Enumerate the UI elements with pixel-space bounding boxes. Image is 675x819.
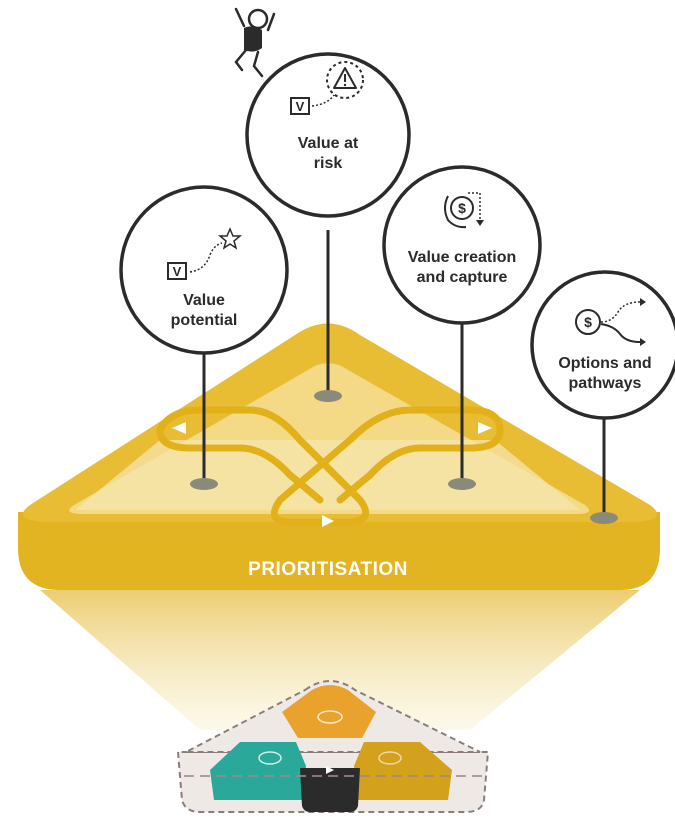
track-loop: [156, 406, 504, 526]
circle-options-pathways: $ Options and pathways: [530, 270, 675, 420]
dollar-cycle-icon: $: [444, 192, 484, 229]
circle-value-creation-line-2: and capture: [417, 269, 508, 286]
circle-value-creation-line-1: Value creation: [408, 249, 517, 266]
pin-base-value-at-risk: [314, 390, 342, 402]
pin-base-options: [590, 512, 618, 524]
value-star-icon: V: [167, 227, 243, 280]
person-figure: [234, 7, 276, 78]
platform-label: PRIORITISATION: [248, 559, 408, 580]
svg-text:$: $: [584, 314, 592, 330]
mini-platform: [176, 680, 490, 813]
circle-value-potential: V Value potential: [119, 185, 289, 355]
track-arrow-bottom: [322, 515, 334, 527]
svg-text:V: V: [173, 264, 182, 279]
pin-base-value-potential: [190, 478, 218, 490]
svg-text:V: V: [296, 99, 305, 114]
value-warning-icon: V: [290, 61, 364, 115]
dollar-branch-icon: $: [575, 298, 646, 346]
light-beam: [40, 590, 640, 730]
circle-value-potential-line-2: potential: [171, 312, 238, 329]
track-arrow-left: [172, 422, 186, 434]
circle-value-at-risk: V Value at risk: [245, 52, 411, 218]
circle-value-at-risk-line-2: risk: [314, 155, 343, 172]
circle-value-at-risk-line-1: Value at: [298, 135, 359, 152]
track-arrow-right: [478, 422, 492, 434]
platform-band: [18, 512, 660, 590]
platform-center: [75, 440, 580, 510]
circle-options-pathways-line-1: Options and: [558, 355, 651, 372]
svg-text:$: $: [458, 200, 466, 216]
circle-options-pathways-line-2: pathways: [569, 375, 642, 392]
circle-value-creation: $ Value creation and capture: [382, 165, 542, 325]
circle-value-potential-line-1: Value: [183, 292, 225, 309]
pin-base-value-creation: [448, 478, 476, 490]
